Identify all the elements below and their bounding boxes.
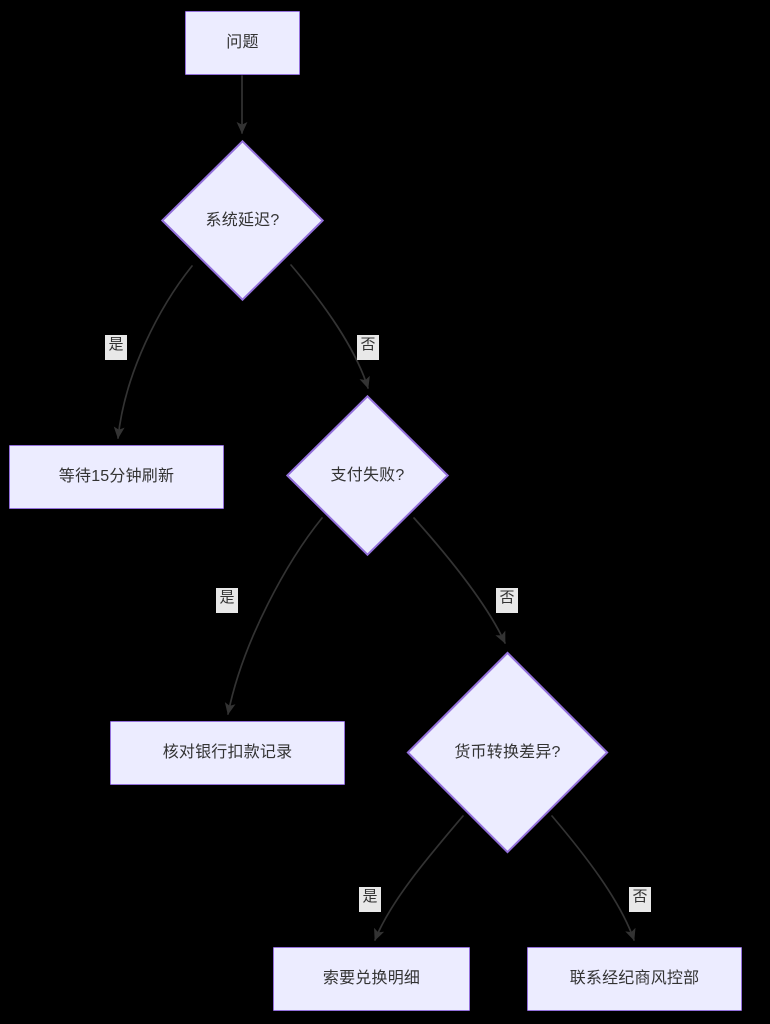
node-payment-failed-decision[interactable]: 支付失败?: [285, 394, 450, 557]
diamond-shape-icon: [160, 139, 325, 302]
node-contact-broker-risk-dept[interactable]: 联系经纪商风控部: [527, 947, 742, 1011]
node-label: 联系经纪商风控部: [569, 970, 700, 987]
edge-label-e3: 否: [357, 335, 379, 360]
node-label: 系统延迟?: [205, 211, 280, 229]
node-label: 货币转换差异?: [454, 743, 561, 761]
node-system-latency-decision[interactable]: 系统延迟?: [160, 139, 325, 302]
node-request-exchange-details[interactable]: 索要兑换明细: [273, 947, 470, 1011]
node-check-bank-debit-record[interactable]: 核对银行扣款记录: [110, 721, 345, 785]
node-label: 核对银行扣款记录: [162, 744, 293, 761]
node-label: 等待15分钟刷新: [58, 468, 175, 485]
node-label: 索要兑换明细: [322, 970, 421, 987]
diamond-shape-icon: [405, 650, 610, 855]
edge-label-e2: 是: [105, 335, 127, 360]
edge-label-e5: 否: [496, 588, 518, 613]
edge-label-e6: 是: [359, 887, 381, 912]
edge-label-e4: 是: [216, 588, 238, 613]
node-label: 支付失败?: [330, 466, 405, 484]
diamond-shape-icon: [285, 394, 450, 557]
edge-label-e7: 否: [629, 887, 651, 912]
node-problem[interactable]: 问题: [185, 11, 300, 75]
node-currency-conversion-diff-decision[interactable]: 货币转换差异?: [405, 650, 610, 855]
node-label: 问题: [226, 34, 259, 51]
node-wait-15-min-refresh[interactable]: 等待15分钟刷新: [9, 445, 224, 509]
